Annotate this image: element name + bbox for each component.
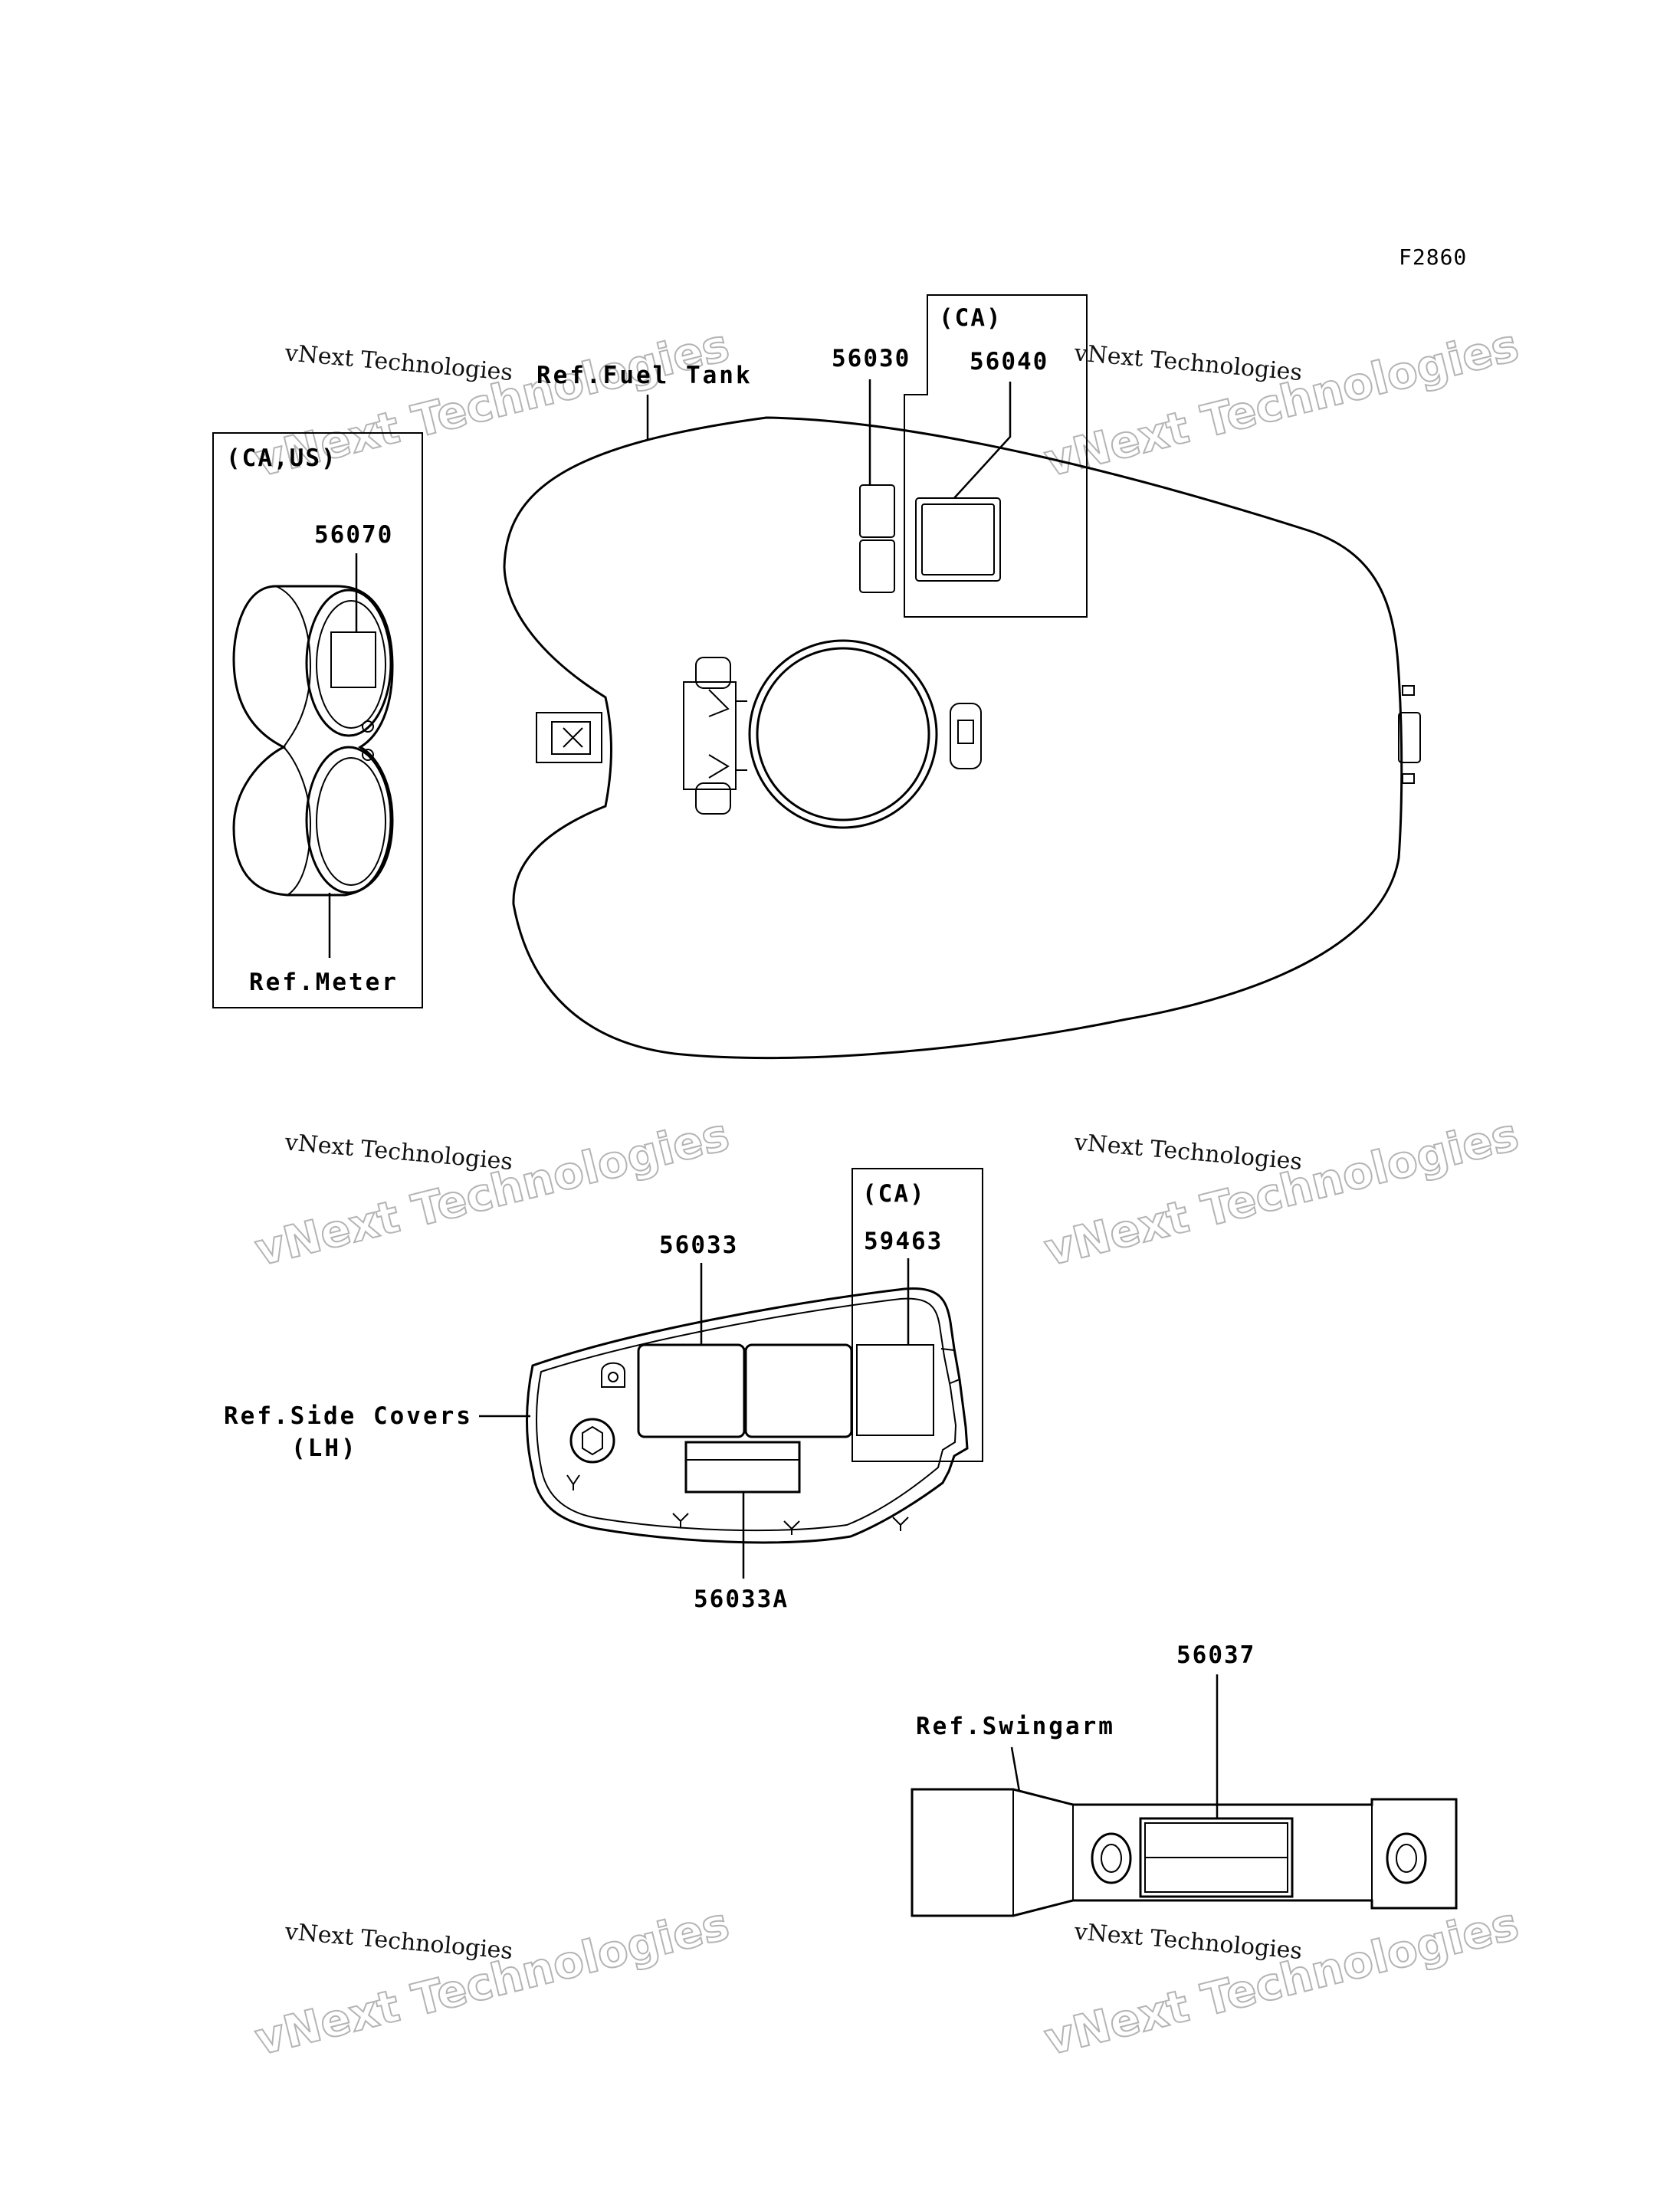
part-number-56070: 56070 (314, 521, 393, 549)
swingarm (911, 1788, 1458, 1917)
fuel-tank-ref-label: Ref.Fuel Tank (536, 362, 753, 389)
meter (232, 585, 394, 897)
watermark-text: vNext Technologies (1072, 339, 1303, 386)
ca-group-box-top (904, 294, 1088, 618)
part-number-56040: 56040 (970, 348, 1048, 375)
part-number-56037: 56037 (1176, 1641, 1255, 1669)
ca-us-group-box (212, 432, 423, 1008)
watermark-text: vNext Technologies (1072, 1129, 1303, 1176)
watermark-text: vNext Technologies (283, 1918, 514, 1965)
fuel-tank (503, 416, 1421, 1060)
ca-group-label-top: (CA) (939, 304, 1002, 332)
leader-line-56040 (953, 382, 1012, 499)
watermark-text: vNext Technologies (283, 1129, 514, 1176)
watermark-mid-right: vNext Technologies vNext Technologies (1039, 1107, 1524, 1277)
watermark-top-right: vNext Technologies vNext Technologies (1039, 318, 1524, 487)
watermark-text: vNext Technologies (1072, 1918, 1303, 1965)
ca-group-box-mid (851, 1168, 983, 1462)
watermark-bottom-right: vNext Technologies vNext Technologies (1039, 1897, 1524, 2066)
part-number-59463: 59463 (864, 1228, 943, 1255)
watermark-bottom-left: vNext Technologies vNext Technologies (249, 1897, 735, 2066)
part-number-56033A: 56033A (694, 1585, 789, 1613)
swingarm-ref-label: Ref.Swingarm (916, 1713, 1115, 1740)
figure-code: F2860 (1399, 244, 1467, 270)
part-number-56030: 56030 (832, 345, 911, 372)
leader-line-swingarm (1010, 1746, 1021, 1792)
part-number-56033: 56033 (659, 1231, 738, 1259)
side-covers-ref-label: Ref.Side Covers (224, 1402, 473, 1430)
ca-group-label-mid: (CA) (862, 1180, 926, 1208)
ca-us-group-label: (CA,US) (226, 444, 337, 472)
watermark-text: vNext Technologies (283, 339, 514, 386)
side-cover-lh (526, 1287, 969, 1544)
side-covers-ref-sublabel: (LH) (291, 1435, 358, 1462)
meter-ref-label: Ref.Meter (249, 969, 399, 996)
